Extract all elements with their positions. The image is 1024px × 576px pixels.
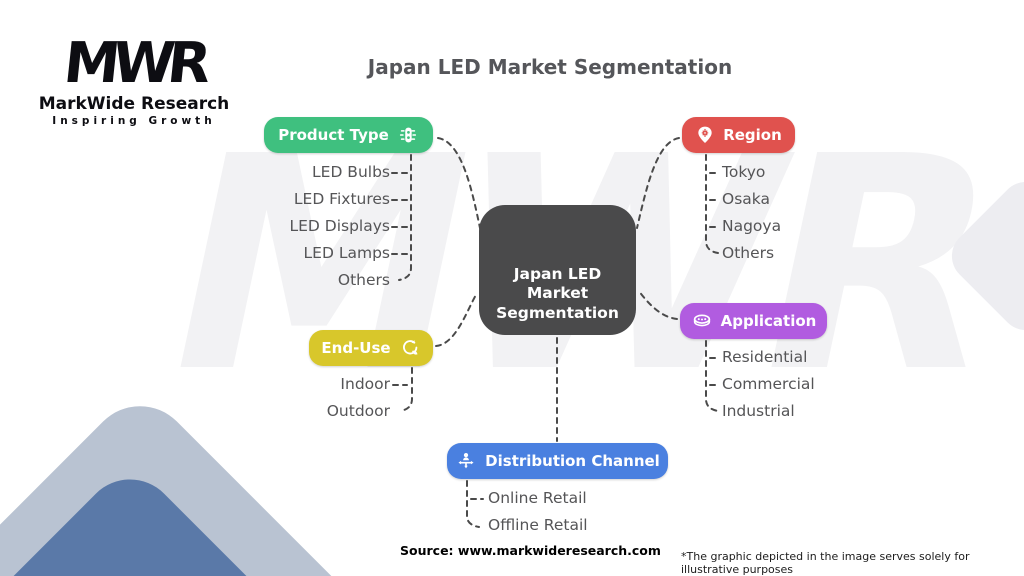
branch-label: Application: [720, 312, 817, 330]
leaf-item: Osaka: [722, 190, 770, 208]
branch-node-region: Region: [682, 117, 795, 153]
eco-cycle-icon: [399, 337, 421, 359]
rail-end-use: [399, 367, 413, 412]
rail-distribution: [466, 480, 480, 528]
leaf-item: LED Displays: [289, 217, 390, 235]
rail-product-type: [398, 154, 412, 281]
central-node: Japan LED Market Segmentation: [479, 205, 636, 335]
branch-node-product-type: Product Type: [264, 117, 433, 153]
markwide-logo: MWR MarkWide Research Inspiring Growth: [34, 31, 234, 127]
leaf-item: Offline Retail: [488, 516, 588, 534]
leaf-item: Indoor: [340, 375, 390, 393]
wire-center-application: [637, 289, 678, 320]
leaf-item: Others: [722, 244, 775, 262]
led-chip-icon: [397, 124, 419, 146]
wire-center-end-use: [435, 292, 478, 347]
rail-region: [705, 154, 719, 254]
branch-label: Distribution Channel: [485, 452, 660, 470]
disclaimer-note: *The graphic depicted in the image serve…: [681, 550, 970, 576]
rail-application: [705, 340, 719, 412]
central-node-line: Japan LED: [513, 265, 602, 283]
branch-label: End-Use: [321, 339, 391, 357]
central-node-line: Market: [526, 284, 589, 303]
wire-center-product-type: [437, 137, 481, 229]
branch-node-end-use: End-Use: [309, 330, 433, 366]
page-title: Japan LED Market Segmentation: [367, 55, 733, 79]
leaf-item: Industrial: [722, 402, 795, 420]
share-person-icon: [455, 450, 477, 472]
branch-node-application: Application: [680, 303, 827, 339]
branch-label: Region: [723, 126, 782, 144]
logo-tagline: Inspiring Growth: [52, 115, 216, 127]
branch-label: Product Type: [278, 126, 389, 144]
central-node-line: Segmentation: [496, 303, 619, 322]
wire-center-region: [636, 137, 680, 229]
leaf-item: Tokyo: [722, 163, 766, 181]
leaf-item: Residential: [722, 348, 808, 366]
leaf-item: Commercial: [722, 375, 815, 393]
leaf-item: Others: [337, 271, 390, 289]
leaf-item: LED Bulbs: [312, 163, 390, 181]
branch-node-distribution-channel: Distribution Channel: [447, 443, 668, 479]
leaf-item: LED Lamps: [303, 244, 390, 262]
source-credit: Source: www.markwideresearch.com: [400, 543, 661, 558]
leaf-item: LED Fixtures: [293, 190, 390, 208]
leaf-item: Outdoor: [326, 402, 390, 420]
leaf-item: Online Retail: [488, 489, 587, 507]
leaf-item: Nagoya: [722, 217, 782, 235]
logo-name: MarkWide Research: [38, 94, 230, 114]
map-pin-gear-icon: [695, 125, 715, 145]
led-panel-icon: [691, 310, 713, 332]
